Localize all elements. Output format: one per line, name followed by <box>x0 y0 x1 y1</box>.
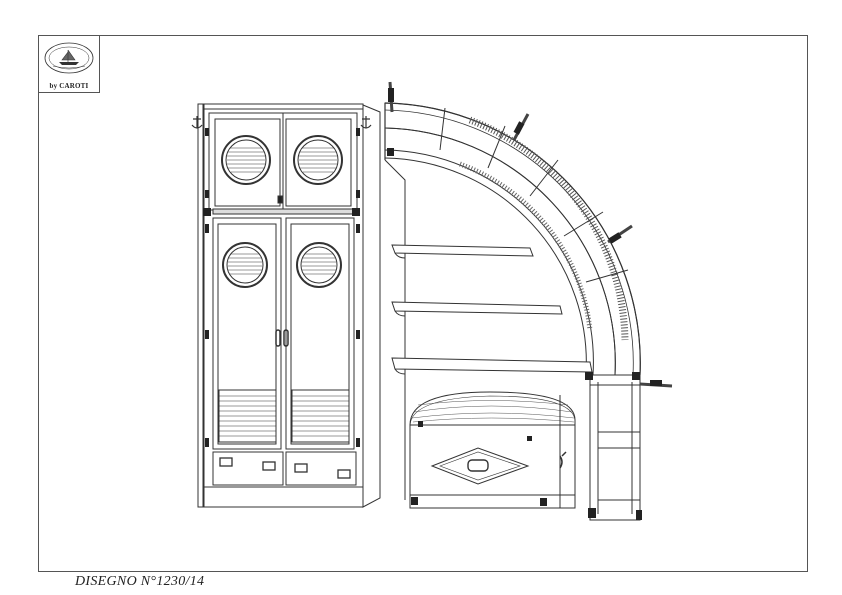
wheel-handle-top-icon <box>388 81 394 113</box>
drawing-frame <box>38 35 808 572</box>
porthole-top-left-icon <box>221 135 271 185</box>
wardrobe <box>191 103 381 508</box>
curved-bookcase <box>384 81 673 521</box>
company-logo: by CAROTI <box>38 35 100 93</box>
wheel-handle-right-icon <box>639 380 673 388</box>
logo-emblem-icon <box>44 42 94 74</box>
drawing-number: DISEGNO N°1230/14 <box>75 574 205 589</box>
anchor-right-icon <box>360 116 372 129</box>
chest-side-handle-icon <box>559 451 567 469</box>
logo-brand-text: by CAROTI <box>49 82 89 90</box>
wheel-handle-upper-icon <box>512 113 530 141</box>
porthole-lower-right-icon <box>296 242 342 288</box>
chest-emblem-icon <box>467 459 489 472</box>
porthole-lower-left-icon <box>222 242 268 288</box>
bookcase-shelves <box>391 244 593 375</box>
sea-chest <box>409 391 576 509</box>
door-handles-icon <box>275 329 289 347</box>
top-knob-icon <box>277 195 283 204</box>
anchor-left-icon <box>191 116 203 129</box>
wheel-handle-mid-icon <box>607 224 633 244</box>
porthole-top-right-icon <box>293 135 343 185</box>
drawer-pulls-icon <box>219 457 351 479</box>
